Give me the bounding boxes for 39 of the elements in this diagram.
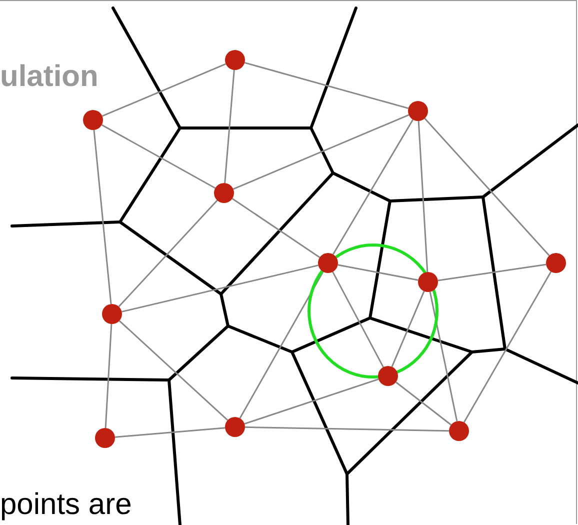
- point-dot: [225, 417, 245, 437]
- point-dot: [378, 366, 398, 386]
- point-dot: [408, 101, 428, 121]
- triangulation-edge: [391, 290, 425, 368]
- triangulation-edge: [395, 382, 452, 426]
- triangulation-edge: [232, 114, 410, 190]
- triangulation-edge: [239, 271, 324, 419]
- triangulation-edge: [244, 378, 379, 425]
- point-dot: [95, 428, 115, 448]
- point-dot: [83, 110, 103, 130]
- triangulation-edge: [118, 200, 218, 308]
- triangulation-edge: [118, 320, 228, 421]
- point-dot: [449, 421, 469, 441]
- triangulation-edge: [463, 271, 552, 423]
- triangulation-edge: [114, 427, 226, 438]
- triangulation-edge: [338, 264, 418, 281]
- triangulation-edge: [332, 119, 414, 255]
- body-text: points are: [0, 488, 132, 522]
- point-dot: [318, 253, 338, 273]
- point-dot: [225, 50, 245, 70]
- triangulation-edge: [418, 120, 428, 272]
- triangulation-edge: [232, 198, 320, 258]
- triangulation-edge: [122, 264, 318, 312]
- triangulation-edge: [332, 271, 384, 368]
- point-dot: [214, 183, 234, 203]
- triangulation-edge: [438, 264, 546, 282]
- heading-text: ulation: [0, 60, 98, 94]
- triangulation-edge: [102, 63, 226, 117]
- triangulation-edge: [104, 324, 112, 428]
- point-dot: [418, 272, 438, 292]
- point-dot: [546, 253, 566, 273]
- triangulation-edge: [101, 124, 216, 189]
- triangulation-edge: [224, 70, 235, 184]
- triangulation-edge: [244, 426, 450, 432]
- triangulation-edge: [429, 292, 458, 422]
- point-dot: [102, 304, 122, 324]
- triangulation-edge: [244, 62, 409, 110]
- triangulation-edge: [424, 118, 550, 256]
- triangulation-edge: [93, 130, 112, 304]
